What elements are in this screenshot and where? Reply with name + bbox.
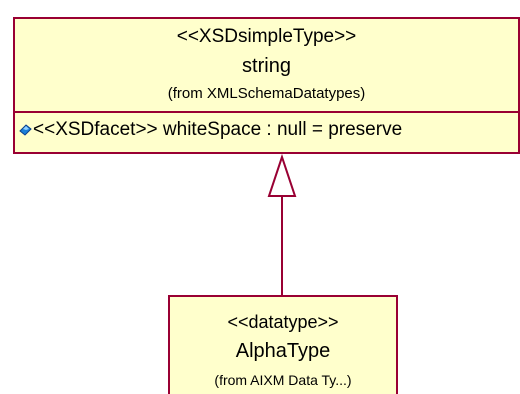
class-name: string — [242, 55, 291, 77]
class-package: (from XMLSchemaDatatypes) — [167, 85, 366, 102]
class-box-string[interactable]: <<XSDsimpleType>> string (from XMLSchema… — [13, 17, 520, 154]
generalization-arrowhead — [267, 153, 297, 197]
name-compartment: <<XSDsimpleType>> string (from XMLSchema… — [15, 19, 518, 113]
class-stereotype: <<datatype>> — [227, 312, 339, 332]
attribute-compartment: <<XSDfacet>> whiteSpace : null = preserv… — [15, 111, 518, 152]
class-package: (from AIXM Data Ty...) — [214, 372, 352, 388]
diamond-attribute-icon — [19, 120, 32, 142]
attribute-row[interactable]: <<XSDfacet>> whiteSpace : null = preserv… — [19, 119, 402, 142]
attribute-text: <<XSDfacet>> whiteSpace : null = preserv… — [33, 119, 403, 140]
class-box-alphatype[interactable]: <<datatype>> AlphaType (from AIXM Data T… — [168, 295, 398, 394]
class-name: AlphaType — [235, 340, 331, 362]
class-stereotype: <<XSDsimpleType>> — [176, 26, 357, 47]
